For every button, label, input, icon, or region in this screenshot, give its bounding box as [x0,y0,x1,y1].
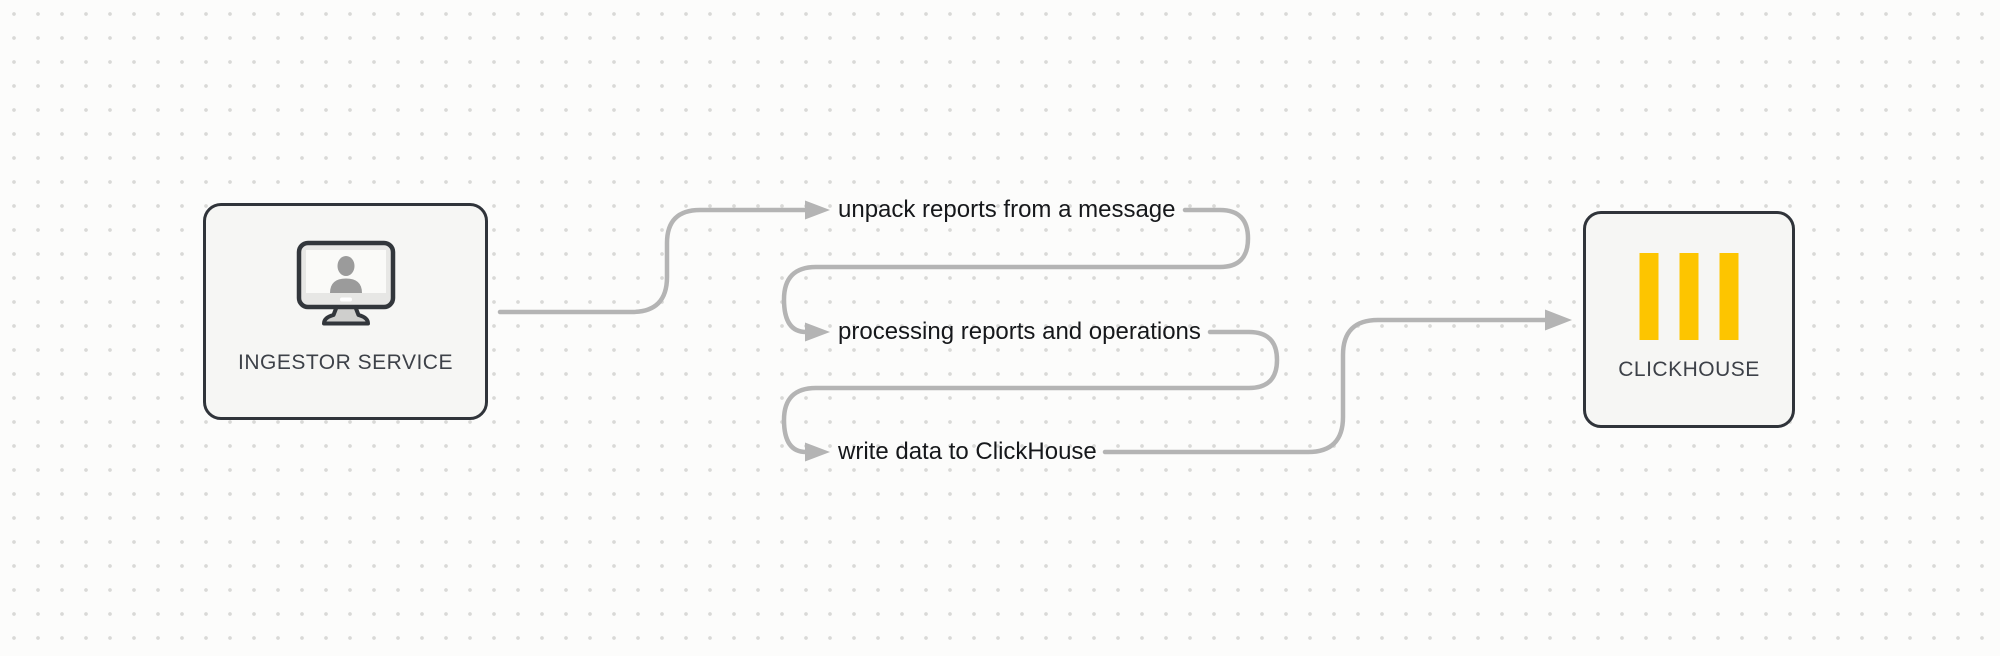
ingestor-service-label: INGESTOR SERVICE [238,351,453,374]
edge-step2-to-step3 [781,329,1280,455]
clickhouse-bar [1719,253,1739,340]
clickhouse-bars-icon [1639,253,1739,340]
arrowhead-step3 [805,442,830,462]
edge-ingestor-to-step1 [497,207,809,315]
clickhouse-bar [1639,253,1659,340]
clickhouse-bar [1679,253,1699,340]
arrowhead-step1 [805,200,830,220]
step-label-write-data: write data to ClickHouse [838,438,1097,465]
edge-step3-to-clickhouse [1102,317,1549,455]
node-clickhouse[interactable]: CLICKHOUSE [1583,211,1795,428]
edge-step1-to-step2 [781,207,1251,335]
step-label-processing-reports: processing reports and operations [838,318,1201,345]
arrowhead-step2 [805,322,830,342]
step-label-unpack-reports: unpack reports from a message [838,196,1176,223]
monitor-user-icon [296,240,396,337]
clickhouse-label: CLICKHOUSE [1618,358,1760,381]
node-ingestor-service[interactable]: INGESTOR SERVICE [203,203,488,420]
arrowhead-clickhouse [1545,309,1572,331]
